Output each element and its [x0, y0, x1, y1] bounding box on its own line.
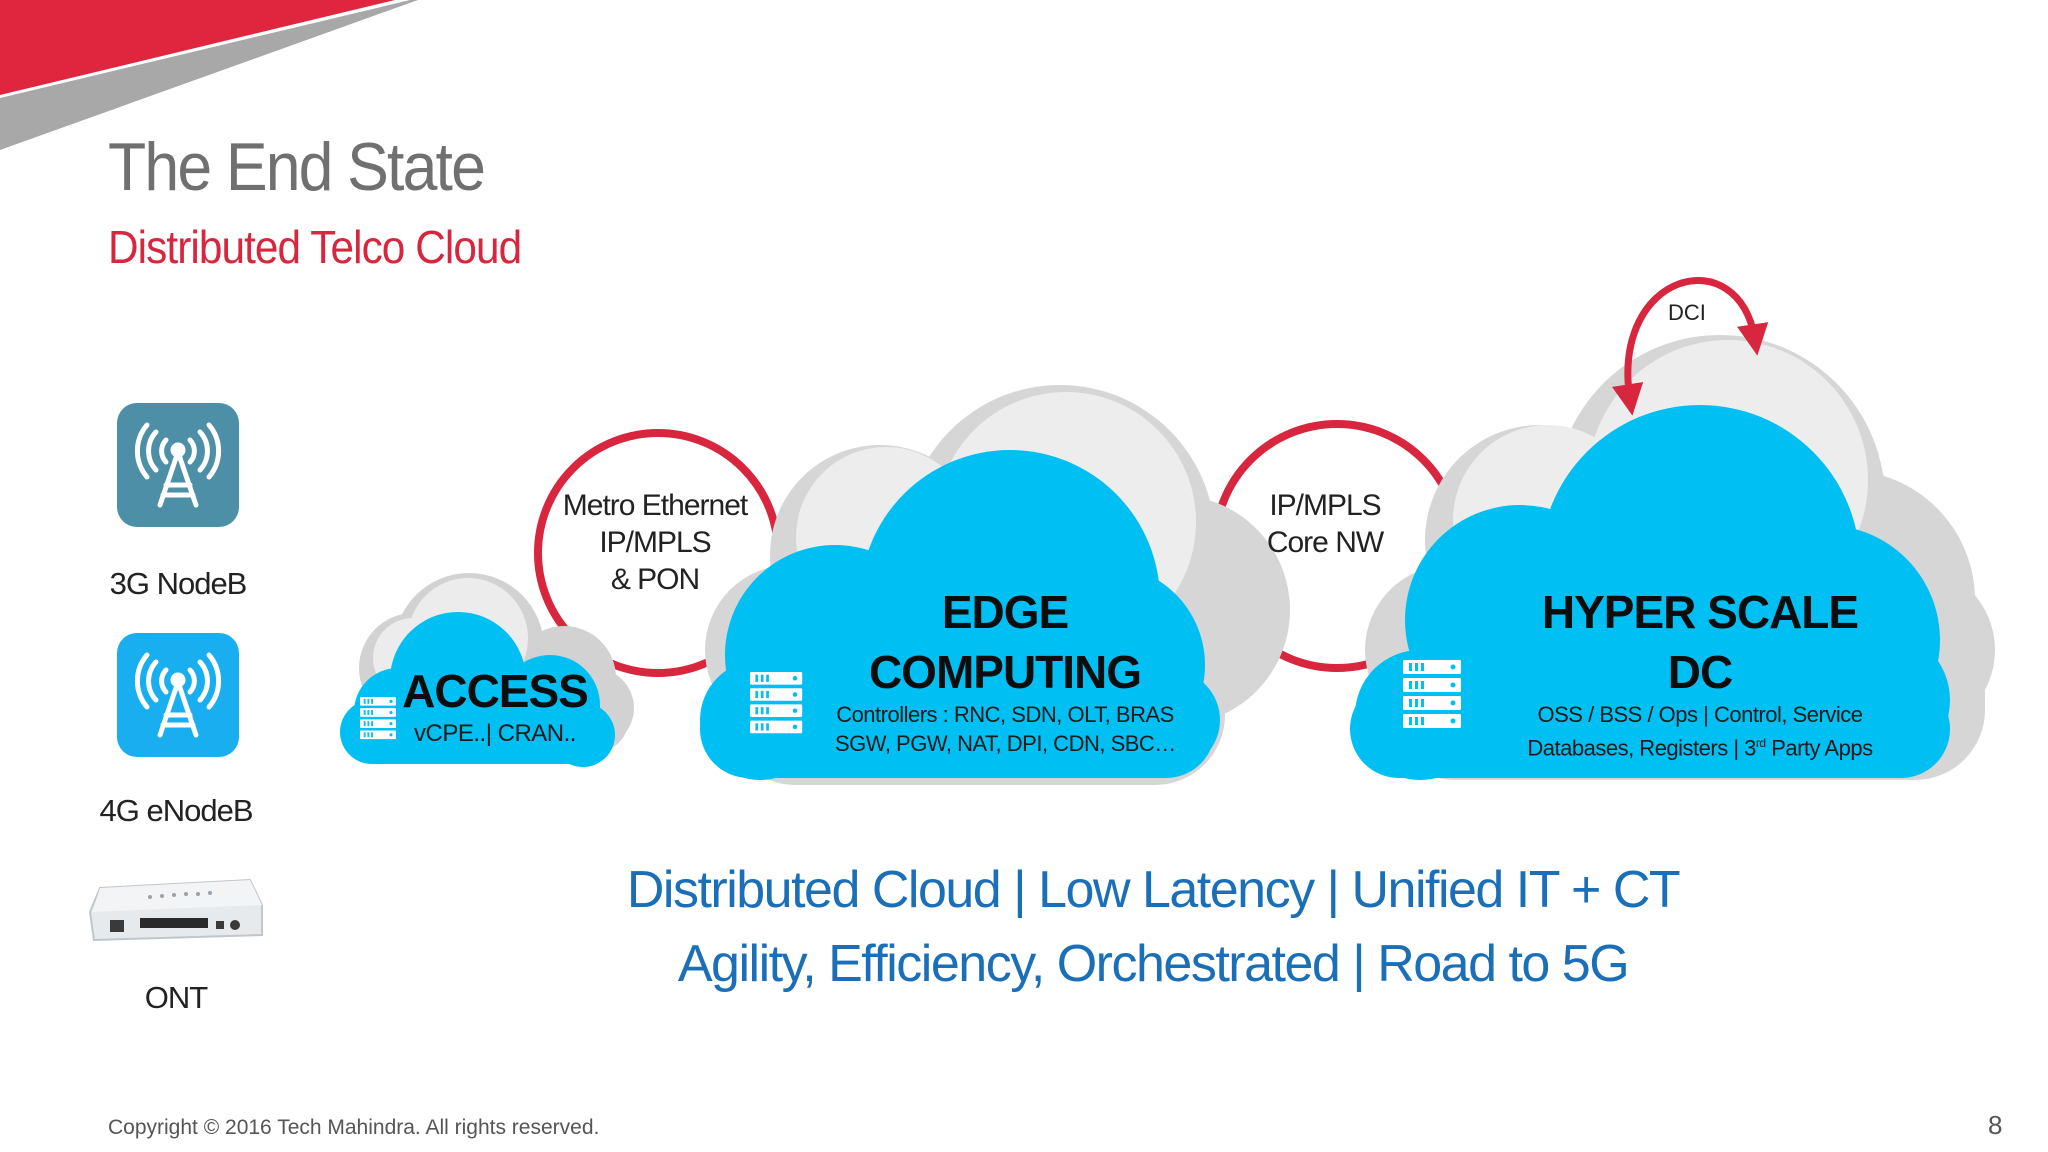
- core-link-label: IP/MPLS Core NW: [1245, 487, 1405, 561]
- ont-device-icon: [88, 878, 263, 942]
- dci-loop-arrow: [1612, 276, 1769, 416]
- page-number: 8: [1988, 1110, 2003, 1140]
- dc-subtitle: OSS / BSS / Ops | Control, Service Datab…: [1515, 700, 1885, 762]
- 4g-enodeb-device: [117, 633, 239, 757]
- core-link-line: IP/MPLS: [1269, 489, 1381, 522]
- cell-tower-icon: [117, 633, 239, 757]
- edge-title: EDGE COMPUTING: [850, 582, 1160, 702]
- device-label-3g: 3G NodeB: [109, 566, 248, 601]
- dc-title-line: HYPER SCALE: [1541, 586, 1859, 638]
- dc-title-line: DC: [1667, 646, 1733, 698]
- access-subtitle: vCPE..| CRAN..: [414, 720, 576, 747]
- edge-title-line: COMPUTING: [868, 646, 1142, 698]
- metro-link-line: & PON: [610, 563, 700, 596]
- core-link-line: Core NW: [1266, 526, 1384, 559]
- access-cloud: [340, 573, 634, 767]
- metro-link-line: IP/MPLS: [599, 526, 711, 559]
- dc-subtitle-line: OSS / BSS / Ops | Control, Service: [1537, 702, 1863, 727]
- device-label-ont: ONT: [144, 980, 208, 1015]
- edge-cloud: [700, 385, 1290, 785]
- dc-title: HYPER SCALE DC: [1520, 582, 1880, 702]
- tagline-line-1: Distributed Cloud | Low Latency | Unifie…: [626, 861, 1681, 919]
- dci-label: DCI: [1668, 300, 1706, 325]
- dc-subtitle-text: Party Apps: [1765, 735, 1873, 761]
- edge-title-line: EDGE: [941, 586, 1069, 638]
- page-title: The End State: [108, 129, 486, 205]
- tagline-line-2: Agility, Efficiency, Orchestrated | Road…: [677, 935, 1630, 993]
- copyright: Copyright © 2016 Tech Mahindra. All righ…: [108, 1116, 600, 1139]
- dc-subtitle-text: Databases, Registers | 3: [1527, 735, 1756, 761]
- dc-subtitle-line: Databases, Registers | 3rd Party Apps: [1515, 729, 1885, 762]
- access-title: ACCESS: [402, 665, 589, 717]
- page-subtitle: Distributed Telco Cloud: [108, 221, 522, 273]
- edge-subtitle-line: Controllers : RNC, SDN, OLT, BRAS: [836, 702, 1174, 727]
- cell-tower-icon: [117, 403, 239, 527]
- metro-link-line: Metro Ethernet: [562, 489, 748, 522]
- edge-subtitle-line: SGW, PGW, NAT, DPI, CDN, SBC…: [835, 731, 1176, 756]
- 3g-nodeb-device: [117, 403, 239, 527]
- dc-subtitle-sup: rd: [1755, 736, 1766, 750]
- edge-subtitle: Controllers : RNC, SDN, OLT, BRAS SGW, P…: [835, 700, 1176, 758]
- dc-cloud: [1350, 335, 1995, 780]
- corner-decoration: [0, 0, 418, 150]
- device-label-4g: 4G eNodeB: [99, 793, 254, 828]
- metro-link-label: Metro Ethernet IP/MPLS & PON: [545, 487, 765, 598]
